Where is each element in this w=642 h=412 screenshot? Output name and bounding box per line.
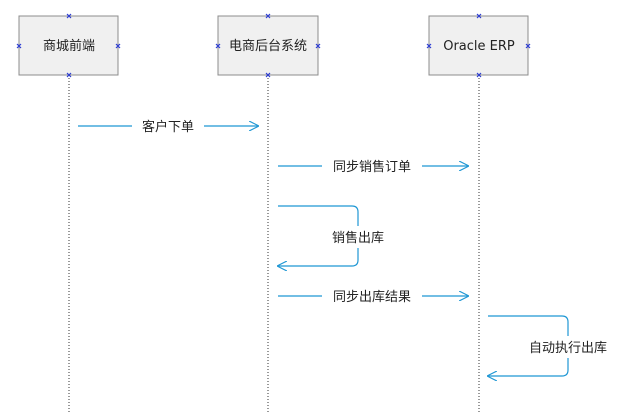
message-line — [488, 315, 569, 336]
actor-label: Oracle ERP — [443, 39, 515, 54]
message-label: 客户下单 — [142, 119, 194, 135]
actor-backend[interactable]: 电商后台系统 — [217, 15, 319, 76]
message-label: 同步销售订单 — [333, 159, 411, 175]
message-sync-outbound-result[interactable]: 同步出库结果 — [278, 289, 468, 305]
message-customer-order[interactable]: 客户下单 — [78, 119, 258, 135]
message-label: 同步出库结果 — [333, 289, 411, 305]
message-sales-outbound[interactable]: 销售出库 — [278, 205, 384, 266]
actor-erp[interactable]: Oracle ERP — [428, 15, 529, 76]
actor-label: 商城前端 — [43, 38, 95, 54]
message-label: 自动执行出库 — [529, 340, 607, 356]
actor-label: 电商后台系统 — [229, 39, 307, 54]
message-label: 销售出库 — [332, 230, 384, 246]
actor-box — [217, 15, 319, 76]
message-arrow — [278, 248, 359, 266]
message-sync-sales-order[interactable]: 同步销售订单 — [278, 159, 468, 175]
message-auto-outbound[interactable]: 自动执行出库 — [488, 315, 607, 376]
actor-frontend[interactable]: 商城前端 — [18, 15, 119, 76]
message-arrow — [488, 358, 569, 376]
selection-handles — [16, 13, 531, 78]
message-line — [278, 205, 359, 226]
